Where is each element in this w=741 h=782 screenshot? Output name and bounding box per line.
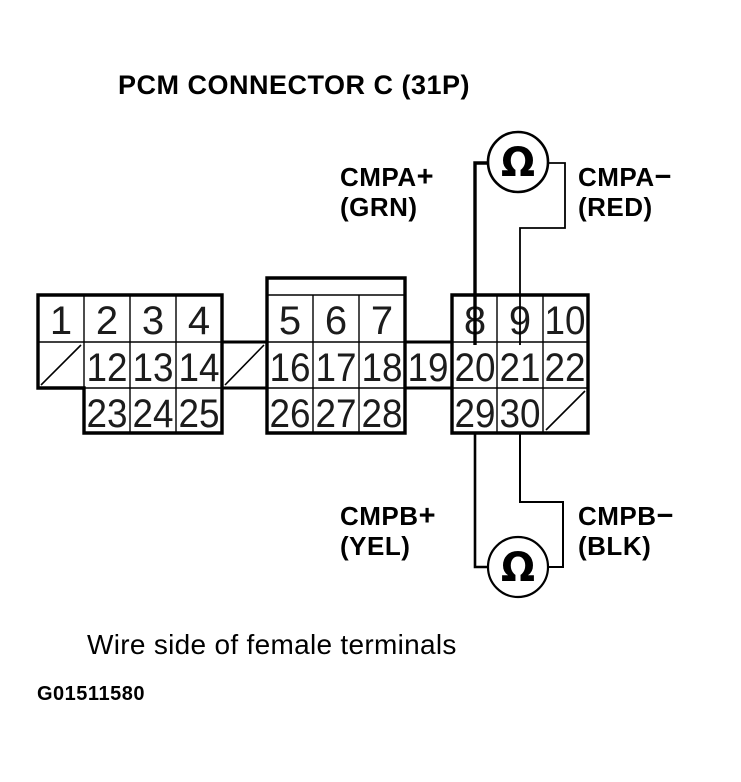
signal-line: CMPA− — [578, 162, 672, 192]
figure-id: G01511580 — [37, 683, 145, 705]
diagram-caption: Wire side of female terminals — [87, 629, 457, 660]
pin-number: 23 — [87, 392, 128, 436]
wire-color-label: (BLK) — [578, 531, 652, 561]
blank-cell-slash — [40, 344, 82, 386]
label-cmpb-plus: CMPB+ (YEL) — [340, 501, 436, 561]
wire-cmpb-plus-yel — [473, 433, 489, 569]
label-cmpa-plus: CMPA+ (GRN) — [340, 162, 434, 222]
signal-name: CMPB — [340, 501, 419, 531]
pin-number: 20 — [455, 346, 496, 390]
wire-cmpa-minus-red — [519, 162, 566, 345]
polarity-sign: + — [418, 500, 436, 532]
pin-number: 5 — [279, 299, 301, 343]
ohm-symbol: Ω — [501, 545, 535, 591]
bridge-cell-edges — [222, 340, 452, 390]
wire-color-label: (RED) — [578, 192, 653, 222]
polarity-sign: − — [654, 161, 673, 193]
pin-number: 13 — [133, 346, 174, 390]
pin-number: 18 — [362, 346, 403, 390]
ohmmeter-top: Ω — [486, 130, 550, 194]
signal-line: CMPA+ — [340, 162, 434, 192]
middle-block-grid-lines — [267, 294, 405, 433]
polarity-sign: + — [416, 161, 435, 193]
pin-number: 14 — [179, 346, 220, 390]
pin-number: 1 — [50, 299, 72, 343]
wire-color-label: (GRN) — [340, 192, 418, 222]
pin-number: 24 — [133, 392, 174, 436]
left-connector-block-outline — [36, 293, 224, 435]
pin-number: 29 — [455, 392, 496, 436]
blank-cell-slash — [545, 390, 586, 431]
ohmmeter-bottom: Ω — [486, 535, 550, 599]
pin-number: 4 — [188, 299, 210, 343]
pin-numbers: 1 2 3 4 12 13 14 23 24 25 5 6 7 16 17 18… — [50, 299, 586, 436]
pin-number: 6 — [325, 299, 347, 343]
pin-number: 10 — [545, 299, 586, 343]
polarity-sign: − — [656, 500, 674, 532]
wire-cmpa-plus-grn — [473, 161, 488, 345]
wire-color-label: (YEL) — [340, 531, 411, 561]
page-title: PCM CONNECTOR C (31P) — [118, 70, 471, 100]
pin-number: 21 — [500, 346, 541, 390]
pin-number: 22 — [545, 346, 586, 390]
pin-number: 17 — [316, 346, 357, 390]
wire-cmpb-minus-blk — [519, 433, 564, 568]
pin-number: 28 — [362, 392, 403, 436]
signal-name: CMPB — [578, 501, 657, 531]
ohmmeter-circle — [486, 535, 550, 599]
pin-number: 27 — [316, 392, 357, 436]
label-cmpa-minus: CMPA− (RED) — [578, 162, 672, 222]
pin-number: 12 — [87, 346, 128, 390]
ohm-symbol: Ω — [501, 140, 535, 186]
blank-cell-slash — [224, 344, 265, 386]
pin-number: 16 — [270, 346, 311, 390]
pin-number: 2 — [96, 299, 118, 343]
left-block-grid-lines — [38, 295, 222, 433]
label-cmpb-minus: CMPB− (BLK) — [578, 501, 674, 561]
pin-number: 30 — [500, 392, 541, 436]
signal-name: CMPA — [578, 162, 655, 192]
signal-line: CMPB+ — [340, 501, 436, 531]
pin-number: 19 — [408, 346, 449, 390]
pin-number: 7 — [371, 299, 393, 343]
pin-number: 26 — [270, 392, 311, 436]
signal-name: CMPA — [340, 162, 417, 192]
signal-line: CMPB− — [578, 501, 674, 531]
middle-connector-block-outline — [265, 276, 407, 435]
pin-number: 3 — [142, 299, 164, 343]
pin-number: 25 — [179, 392, 220, 436]
ohmmeter-circle — [486, 130, 550, 194]
